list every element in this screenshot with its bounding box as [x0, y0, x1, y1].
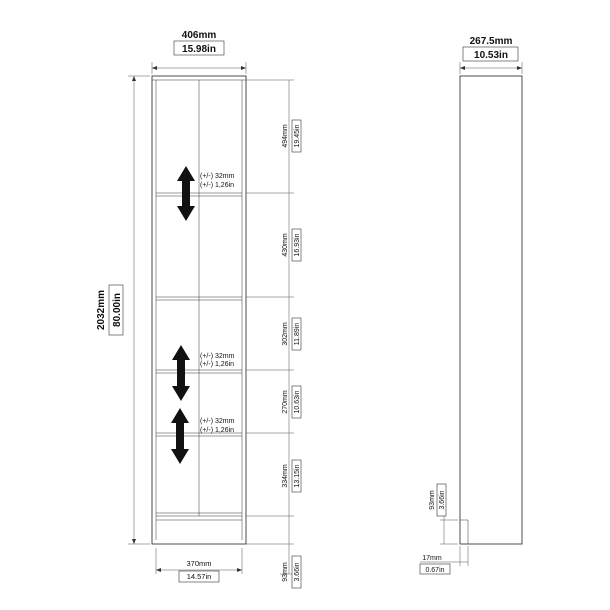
inner-width-dimension: 370mm 14.57in [155, 548, 243, 583]
adjust-note-2-mm: (+/-) 32mm [200, 353, 235, 360]
svg-text:19.45in: 19.45in [294, 124, 301, 147]
compartment-2-label: 430mm 16.93in [282, 228, 302, 262]
side-outline [459, 75, 523, 545]
double-arrow-icon [171, 408, 189, 464]
svg-text:302mm: 302mm [282, 322, 289, 346]
side-depth-dimension: 267.5mm 10.53in [459, 36, 523, 74]
adjust-note-1-mm: (+/-) 32mm [200, 173, 235, 180]
side-depth-in: 10.53in [474, 50, 508, 61]
svg-text:430mm: 430mm [282, 233, 289, 257]
svg-text:16.93in: 16.93in [294, 233, 301, 256]
adjust-note-1-in: (+/-) 1,26in [200, 182, 234, 189]
front-view: (+/-) 32mm (+/-) 1,26in (+/-) 32mm (+/-)… [151, 75, 247, 545]
compartment-dimensions: 494mm 19.45in 430mm 16.93in 302mm 11.89i… [246, 79, 302, 589]
svg-text:93mm: 93mm [429, 490, 436, 510]
front-width-mm: 406mm [182, 30, 217, 41]
compartment-3-label: 302mm 11.89in [282, 317, 302, 351]
side-view [459, 75, 523, 545]
svg-text:494mm: 494mm [282, 124, 289, 148]
svg-text:11.89in: 11.89in [294, 323, 301, 346]
inner-width-mm: 370mm [186, 559, 211, 568]
side-depth-mm: 267.5mm [470, 36, 513, 47]
shelves [156, 192, 242, 521]
double-arrow-icon [177, 166, 195, 221]
compartment-1-label: 494mm 19.45in [282, 119, 302, 153]
svg-text:17mm: 17mm [422, 555, 442, 562]
front-width-dimension: 406mm 15.98in [151, 30, 247, 74]
front-height-mm: 2032mm [96, 290, 107, 330]
front-height-in: 80.00in [112, 293, 123, 327]
compartment-5-label: 334mm 13.15in [282, 459, 302, 493]
adjust-note-3-in: (+/-) 1,26in [200, 427, 234, 434]
front-height-dimension: 2032mm 80.00in [96, 75, 150, 545]
front-plinth-label: 93mm 3.66in [282, 555, 302, 589]
adjust-note-2-in: (+/-) 1,26in [200, 361, 234, 368]
svg-text:334mm: 334mm [282, 464, 289, 488]
svg-text:13.15in: 13.15in [294, 464, 301, 487]
side-recess-dimension: 17mm 0.67in [419, 546, 469, 575]
svg-text:270mm: 270mm [282, 390, 289, 414]
double-arrow-icon [172, 345, 190, 401]
svg-text:3.66in: 3.66in [294, 562, 301, 581]
svg-text:93mm: 93mm [282, 562, 289, 582]
svg-text:0.67in: 0.67in [425, 567, 444, 574]
inner-width-in: 14.57in [187, 572, 212, 581]
side-plinth-dimension: 93mm 3.66in [429, 483, 458, 545]
svg-text:10.63in: 10.63in [294, 390, 301, 413]
front-width-in: 15.98in [182, 44, 216, 55]
cabinet-outline [151, 75, 247, 545]
svg-text:3.66in: 3.66in [439, 490, 446, 509]
adjust-note-3-mm: (+/-) 32mm [200, 418, 235, 425]
compartment-4-label: 270mm 10.63in [282, 385, 302, 419]
